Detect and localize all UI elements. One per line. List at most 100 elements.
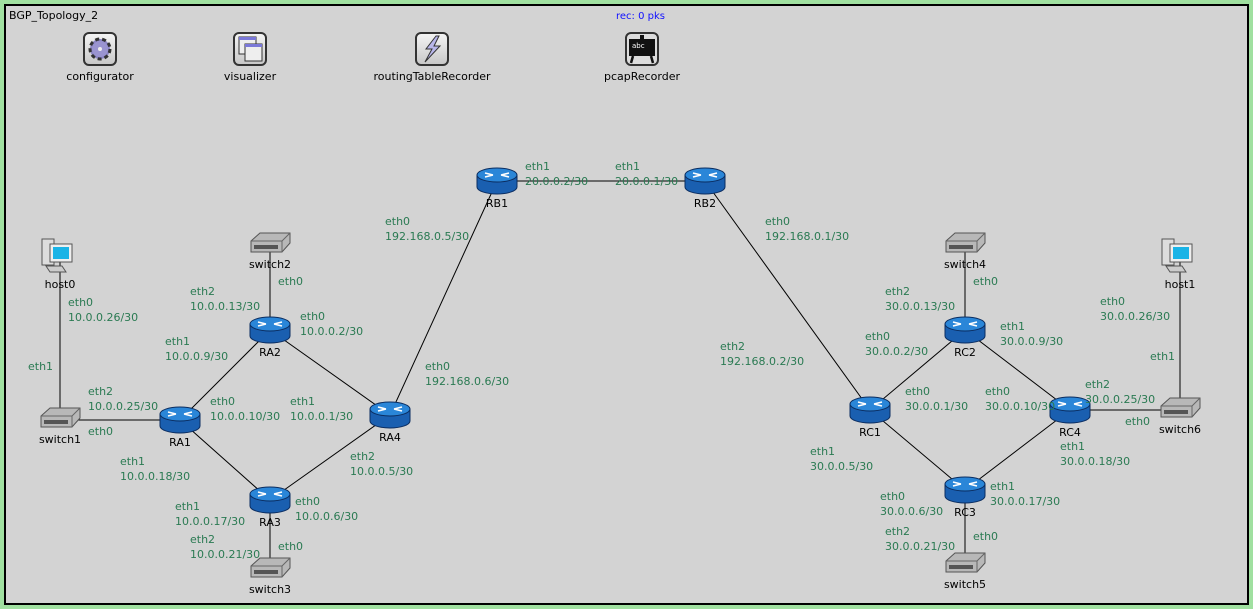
node-label: RC1: [859, 426, 881, 439]
node-RA2[interactable]: RA2: [249, 316, 291, 359]
switch-icon: [250, 557, 291, 578]
interface-label-RC3-eth2: eth2 30.0.0.21/30: [885, 525, 955, 553]
link-RC2-RC4[interactable]: [964, 329, 1071, 411]
interface-ip: 10.0.0.17/30: [175, 515, 245, 528]
interface-label-RA3-eth0: eth0 10.0.0.6/30: [295, 495, 358, 523]
router-icon: [476, 167, 518, 195]
node-switch5[interactable]: switch5: [944, 552, 986, 591]
node-RA3[interactable]: RA3: [249, 486, 291, 529]
router-icon: [249, 316, 291, 344]
switch-icon: [250, 232, 291, 253]
interface-ip: 30.0.0.5/30: [810, 460, 873, 473]
node-label: RC2: [954, 346, 976, 359]
interface-label-switch6-eth1: eth1: [1150, 350, 1175, 363]
node-RA1[interactable]: RA1: [159, 406, 201, 449]
routing-table-recorder-module[interactable]: routingTableRecorder: [372, 32, 492, 83]
interface-name: eth2: [885, 525, 910, 538]
interface-ip: 30.0.0.25/30: [1085, 393, 1155, 406]
configurator-module[interactable]: configurator: [40, 32, 160, 83]
interface-name: eth0: [385, 215, 410, 228]
tool-label: routingTableRecorder: [373, 70, 491, 83]
interface-name: eth1: [615, 160, 640, 173]
interface-name: eth1: [810, 445, 835, 458]
node-RB1[interactable]: RB1: [476, 167, 518, 210]
node-switch6[interactable]: switch6: [1159, 397, 1201, 436]
tool-label: configurator: [66, 70, 134, 83]
interface-ip: 30.0.0.1/30: [905, 400, 968, 413]
node-host1[interactable]: host1: [1161, 238, 1195, 291]
interface-ip: 10.0.0.10/30: [210, 410, 280, 423]
link-RC3-RC4[interactable]: [964, 409, 1071, 491]
gear-icon: [83, 32, 117, 66]
switch-icon: [1160, 397, 1201, 418]
interface-name: eth0: [300, 310, 325, 323]
interface-label-host1-eth0: eth0 30.0.0.26/30: [1100, 295, 1170, 323]
interface-ip: 10.0.0.13/30: [190, 300, 260, 313]
router-icon: [249, 486, 291, 514]
pcap-recorder-module[interactable]: abc pcapRecorder: [582, 32, 702, 83]
router-icon: [849, 396, 891, 424]
interface-label-switch5-eth0: eth0: [973, 530, 998, 543]
interface-name: eth1: [1000, 320, 1025, 333]
switch-icon: [945, 232, 986, 253]
interface-label-RC1-eth1: eth1 30.0.0.5/30: [810, 445, 873, 473]
interface-ip: 30.0.0.26/30: [1100, 310, 1170, 323]
interface-label-switch2-eth0: eth0: [278, 275, 303, 288]
interface-name: eth2: [1085, 378, 1110, 391]
blackboard-icon: abc: [625, 32, 659, 66]
visualizer-module[interactable]: visualizer: [190, 32, 310, 83]
node-label: RC4: [1059, 426, 1081, 439]
router-icon: [159, 406, 201, 434]
link-RA1-RA3[interactable]: [179, 419, 271, 501]
interface-name: eth1: [290, 395, 315, 408]
interface-ip: 10.0.0.18/30: [120, 470, 190, 483]
node-RA4[interactable]: RA4: [369, 401, 411, 444]
node-label: RB1: [486, 197, 508, 210]
node-RB2[interactable]: RB2: [684, 167, 726, 210]
interface-name: eth0: [1100, 295, 1125, 308]
interface-name: eth1: [165, 335, 190, 348]
host-computer-icon: [41, 238, 73, 273]
interface-name: eth0: [880, 490, 905, 503]
link-RA3-RA4[interactable]: [269, 414, 391, 501]
interface-ip: 10.0.0.21/30: [190, 548, 260, 561]
node-label: RC3: [954, 506, 976, 519]
router-icon: [1049, 396, 1091, 424]
node-RC4[interactable]: RC4: [1049, 396, 1091, 439]
interface-label-RC4-eth2: eth2 30.0.0.25/30: [1085, 378, 1155, 406]
node-label: host0: [45, 278, 76, 291]
node-RC1[interactable]: RC1: [849, 396, 891, 439]
switch-icon: [40, 407, 81, 428]
node-RC2[interactable]: RC2: [944, 316, 986, 359]
node-host0[interactable]: host0: [41, 238, 76, 291]
link-RB2-RC1[interactable]: [704, 180, 871, 411]
interface-name: eth0: [295, 495, 320, 508]
link-RC1-RC3[interactable]: [869, 409, 966, 491]
node-RC3[interactable]: RC3: [944, 476, 986, 519]
link-RA4-RB1[interactable]: [389, 180, 498, 416]
interface-name: eth2: [350, 450, 375, 463]
node-switch3[interactable]: switch3: [249, 557, 291, 596]
node-switch4[interactable]: switch4: [944, 232, 986, 271]
link-RA2-RA4[interactable]: [269, 329, 391, 416]
interface-label-switch3-eth0: eth0: [278, 540, 303, 553]
node-switch2[interactable]: switch2: [249, 232, 291, 271]
link-RA1-RA2[interactable]: [179, 329, 271, 421]
interface-ip: 30.0.0.21/30: [885, 540, 955, 553]
router-icon: [944, 316, 986, 344]
link-RC1-RC2[interactable]: [869, 329, 966, 411]
interface-ip: 10.0.0.6/30: [295, 510, 358, 523]
interface-name: eth0: [88, 425, 113, 438]
interface-name: eth2: [720, 340, 745, 353]
interface-ip: 192.168.0.6/30: [425, 375, 509, 388]
node-switch1[interactable]: switch1: [39, 407, 81, 446]
